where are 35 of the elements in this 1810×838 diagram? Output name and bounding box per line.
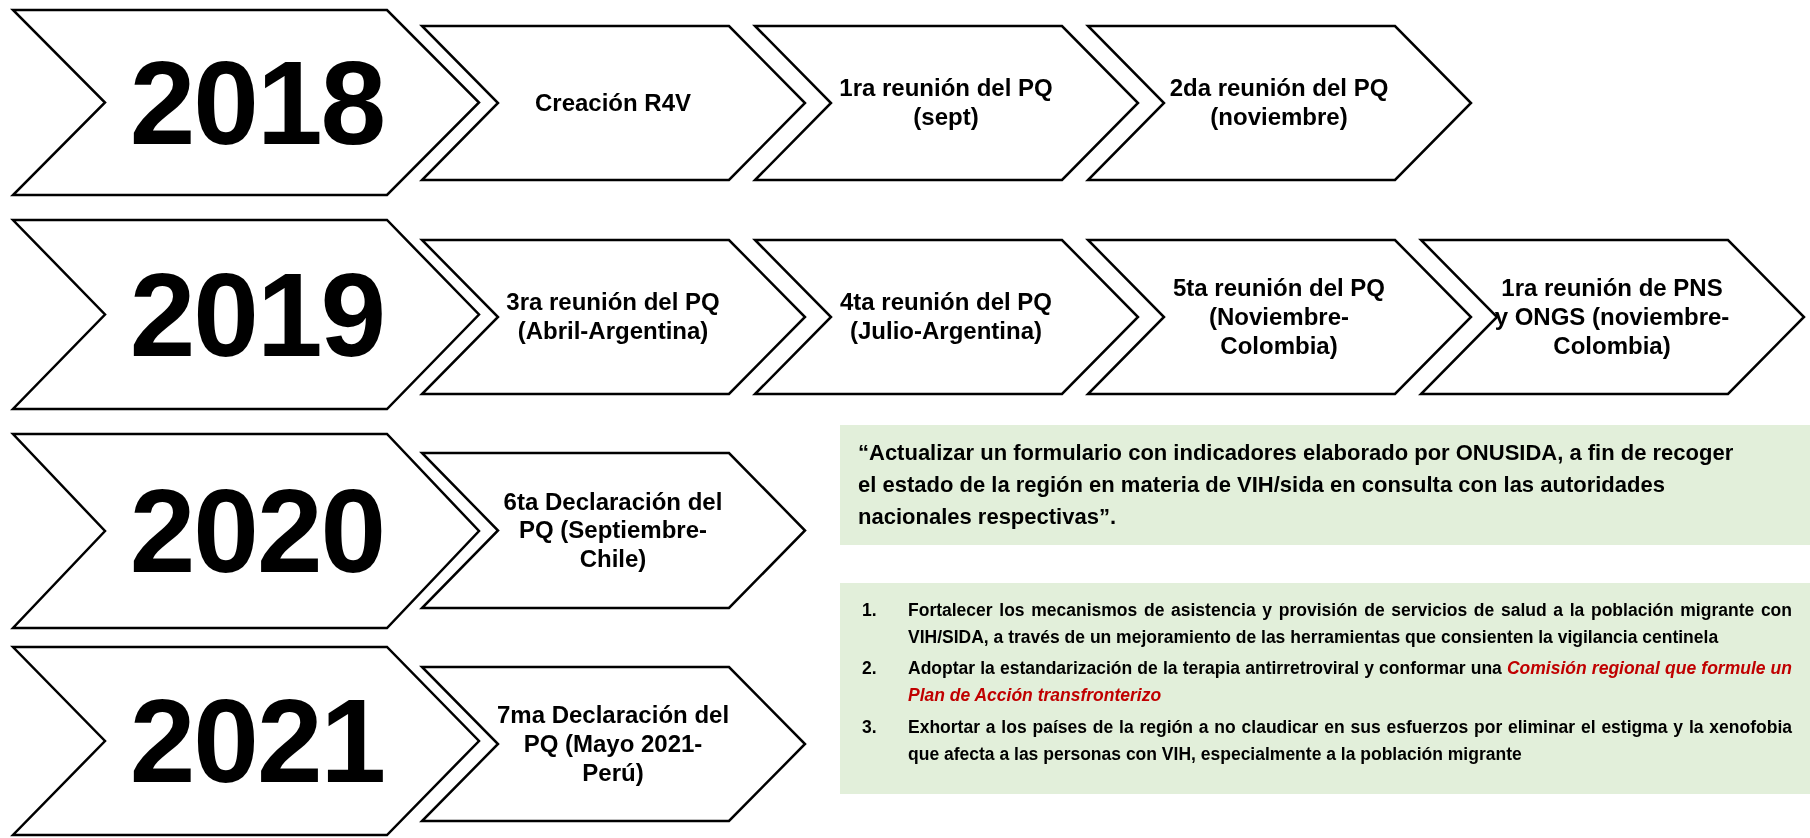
year-banner [12,646,480,836]
event-label: Creación R4V [533,88,693,118]
event-label: 7ma Declaración del PQ (Mayo 2021- Perú) [495,700,731,788]
event-banner [1087,25,1472,181]
year-banner [12,9,480,196]
event-banner [754,25,1139,181]
list-number: 1. [862,599,878,622]
list-item-text: Exhortar a los países de la región a no claudicar en sus esfuerzos por eliminar el estigma y la xenofobia que afecta a las personas con VIH, especialmente a la población migrante [908,715,1792,766]
list-item-text: Adoptar la estandarización de la terapia antirretroviral y conformar una Comisión regional que formule un Plan de Acción transfronterizo [908,657,1792,708]
event-banner [421,452,806,609]
event-label: 6ta Declaración del PQ (Septiembre-Chile) [502,487,724,574]
recommendation-panel [840,583,1810,794]
list-item-text: Fortalecer los mecanismos de asistencia y provisión de servicios de salud a la población migrante con VIH/SIDA, a través de un mejoramiento de las herramientas que consienten la vigilancia centinela [908,599,1792,650]
year-label: 2019 [128,255,386,374]
event-label: 1ra reunión del PQ (sept) [838,74,1054,132]
event-label: 1ra reunión de PNS y ONGS (noviembre-Colombia) [1493,273,1731,361]
list-number: 3. [862,715,878,739]
list-number: 2. [862,657,878,681]
quote-panel [840,425,1810,545]
event-label: 3ra reunión del PQ (Abril-Argentina) [505,288,721,346]
quote-text: “Actualizar un formulario con indicadores elaborado por ONUSIDA, a fin de recoger el estado de la región en materia de VIH/sida en consulta con las autoridades nacionales respectivas”. [858,439,1735,531]
event-banner [421,666,806,822]
event-banner [1420,239,1805,395]
event-label: 2da reunión del PQ (noviembre) [1168,74,1390,132]
event-banner [754,239,1139,395]
event-label: 4ta reunión del PQ (Julio-Argentina) [838,288,1053,346]
event-banner [421,25,806,181]
year-label: 2021 [128,682,386,800]
event-banner [1087,239,1472,395]
year-banner [12,219,480,410]
event-label: 5ta reunión del PQ (Noviembre-Colombia) [1171,273,1386,361]
event-banner [421,239,806,395]
year-label: 2020 [128,472,386,590]
year-banner [12,433,480,629]
year-label: 2018 [128,43,386,162]
